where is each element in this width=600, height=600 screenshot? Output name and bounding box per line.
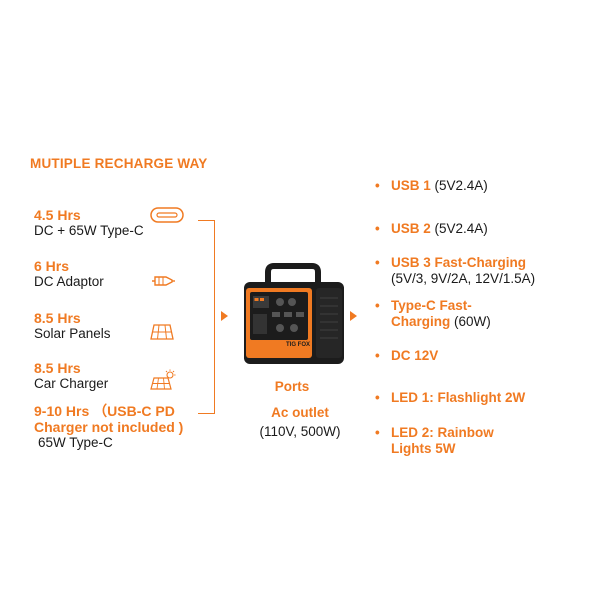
port-usb-1: • USB 1 (5V2.4A) [375, 178, 488, 194]
car-plug-icon [152, 276, 175, 286]
recharge-option-5: 9-10 Hrs （USB-C PD Charger not included … [34, 403, 183, 451]
recharge-desc: Solar Panels [34, 326, 111, 341]
recharge-option-3: 8.5 Hrs Solar Panels [34, 310, 111, 342]
port-name: DC 12V [391, 348, 439, 363]
recharge-time: 8.5 Hrs [34, 310, 81, 326]
recharge-time: 4.5 Hrs [34, 207, 81, 223]
recharge-time-line2: Charger not included ) [34, 419, 184, 435]
usb-c-icon [150, 207, 184, 223]
bullet: • [375, 348, 380, 363]
port-usb-3: • USB 3 Fast-Charging (5V/3, 9V/2A, 12V/… [375, 255, 535, 287]
port-name-line2: Charging [391, 314, 451, 329]
bullet: • [375, 178, 380, 193]
port-spec: (5V2.4A) [434, 178, 488, 193]
power-station-image [244, 263, 344, 364]
recharge-option-1: 4.5 Hrs DC + 65W Type-C [34, 207, 144, 239]
sun-panel-icon [150, 369, 176, 390]
port-led-2: • LED 2: Rainbow Lights 5W [375, 425, 494, 457]
ac-outlet-spec: (110V, 500W) [259, 424, 341, 439]
port-type-c: • Type-C Fast- Charging (60W) [375, 298, 491, 330]
port-led-1: • LED 1: Flashlight 2W [375, 390, 525, 406]
bullet: • [375, 390, 380, 405]
recharge-option-4: 8.5 Hrs Car Charger [34, 360, 108, 392]
arrow-right-icon [221, 311, 228, 321]
port-name-line1: Type-C Fast- [391, 298, 472, 313]
ports-label: Ports [274, 379, 310, 394]
port-spec: (5V/3, 9V/2A, 12V/1.5A) [391, 271, 536, 286]
recharge-option-2: 6 Hrs DC Adaptor [34, 258, 104, 290]
bullet: • [375, 255, 380, 270]
bullet: • [375, 425, 380, 440]
brand-label: TIG FOX [286, 342, 310, 348]
port-name: USB 2 [391, 221, 431, 236]
port-dc-12v: • DC 12V [375, 348, 438, 364]
arrow-right-icon [350, 311, 357, 321]
port-spec: (5V2.4A) [434, 221, 488, 236]
port-spec: (60W) [454, 314, 491, 329]
port-name-line1: LED 2: Rainbow [391, 425, 494, 440]
solar-panel-icon [150, 324, 174, 340]
bullet: • [375, 221, 380, 236]
recharge-desc: Car Charger [34, 376, 109, 391]
recharge-time: 6 Hrs [34, 258, 70, 274]
section-heading: MUTIPLE RECHARGE WAY [30, 156, 208, 171]
ac-outlet-label: Ac outlet [271, 405, 329, 420]
bullet: • [375, 298, 380, 313]
recharge-desc: 65W Type-C [38, 435, 113, 450]
recharge-time: 8.5 Hrs [34, 360, 81, 376]
recharge-time-line1: 9-10 Hrs （USB-C PD [34, 403, 175, 419]
port-name: USB 3 Fast-Charging [391, 255, 527, 270]
recharge-desc: DC Adaptor [34, 274, 104, 289]
port-usb-2: • USB 2 (5V2.4A) [375, 221, 488, 237]
port-name-line2: Lights 5W [391, 441, 456, 456]
bracket-connector [198, 220, 215, 414]
port-name: LED 1: Flashlight 2W [391, 390, 526, 405]
recharge-desc: DC + 65W Type-C [34, 223, 144, 238]
port-name: USB 1 [391, 178, 431, 193]
